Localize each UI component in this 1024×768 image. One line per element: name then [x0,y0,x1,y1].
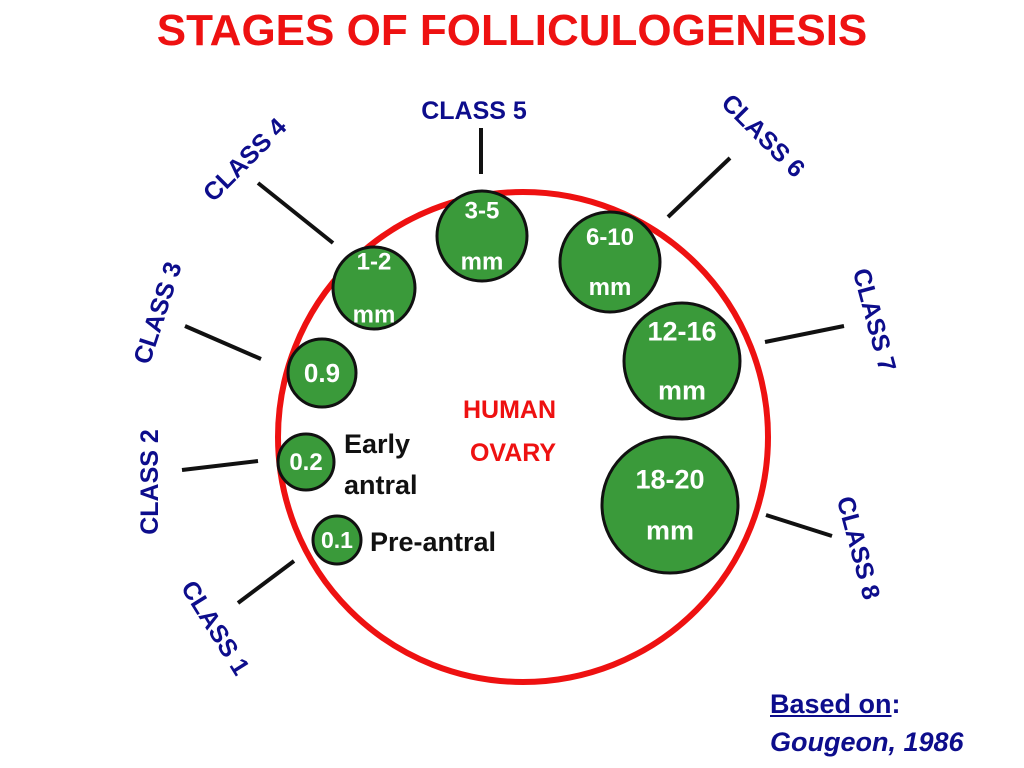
class-8-follicle-size: 18-20 mm [635,465,704,546]
class-5-follicle-size: 3-5 mm [461,197,504,275]
class-2-follicle-size: 0.2 [289,449,322,476]
class-2: CLASS 2 0.2 Early antral [136,429,418,535]
stage-label-line: Pre-antral [370,527,496,557]
class-7-connector [764,324,845,344]
follicle-size-line: mm [353,301,396,328]
page-title: STAGES OF FOLLICULOGENESIS [156,6,868,55]
follicle-size-line: 3-5 [465,197,500,224]
class-group: CLASS 1 0.1 Pre-antral CLASS 2 0.2 Early antra… [128,89,901,680]
follicle-size-line: 0.2 [289,449,322,476]
class-7-label: CLASS 7 [847,265,901,374]
class-4: CLASS 4 1-2 mm [198,113,417,331]
follicle-size-line: 0.1 [321,527,353,553]
citation: Based on: Gougeon, 1986 [770,685,964,761]
class-6: CLASS 6 6-10 mm [558,89,810,314]
class-6-connector [666,156,732,219]
class-4-follicle [331,245,417,331]
follicle-size-line: mm [658,376,706,406]
class-5-label: CLASS 5 [421,97,527,125]
class-4-connector [256,181,335,245]
follicle-size-line: 6-10 [586,224,634,251]
ovary-label-line-2: OVARY [470,439,556,467]
follicle-size-line: 0.9 [304,358,340,388]
follicle-size-line: mm [646,516,694,546]
follicle-size-line: mm [589,274,632,301]
class-1-follicle-size: 0.1 [321,527,353,553]
class-4-follicle-size: 1-2 mm [353,248,396,328]
class-3-label: CLASS 3 [128,258,187,367]
class-2-label: CLASS 2 [136,429,164,535]
class-2-follicle [276,432,336,492]
class-3-follicle [286,337,358,409]
class-5-follicle [435,189,529,283]
class-1-follicle [311,514,363,566]
class-6-follicle-size: 6-10 mm [586,224,634,301]
class-6-follicle [558,210,662,314]
class-4-label: CLASS 4 [198,113,293,208]
class-3: CLASS 3 0.9 [128,258,358,409]
class-2-stage-label: Early antral [344,429,418,500]
class-3-connector [184,324,262,361]
stage-label-line: antral [344,470,418,500]
citation-prefix[interactable]: Based on [770,689,892,719]
class-8-label: CLASS 8 [831,493,885,602]
class-6-label: CLASS 6 [716,89,810,183]
class-7: CLASS 7 12-16 mm [622,265,901,421]
stage-label-line: Early [344,429,410,459]
follicle-size-line: 12-16 [647,317,716,347]
ovary-outline [275,189,771,685]
follicle-size-line: 1-2 [357,248,392,275]
class-7-follicle [622,301,742,421]
class-8: CLASS 8 18-20 mm [600,435,885,603]
class-3-follicle-size: 0.9 [304,358,340,388]
class-2-connector [181,459,259,472]
ovary-label: HUMAN OVARY [463,396,563,467]
ovary-label-line-1: HUMAN [463,396,556,424]
class-1-connector [236,559,296,605]
class-5: CLASS 5 3-5 mm [421,97,529,283]
citation-source: Gougeon, 1986 [770,727,964,757]
class-1-stage-label: Pre-antral [370,527,496,557]
class-7-follicle-size: 12-16 mm [647,317,716,406]
class-8-follicle [600,435,740,575]
class-1-label: CLASS 1 [175,576,255,680]
follicle-size-line: 18-20 [635,465,704,495]
follicle-size-line: mm [461,248,504,275]
citation-colon: : [891,689,901,719]
class-8-connector [765,513,833,538]
